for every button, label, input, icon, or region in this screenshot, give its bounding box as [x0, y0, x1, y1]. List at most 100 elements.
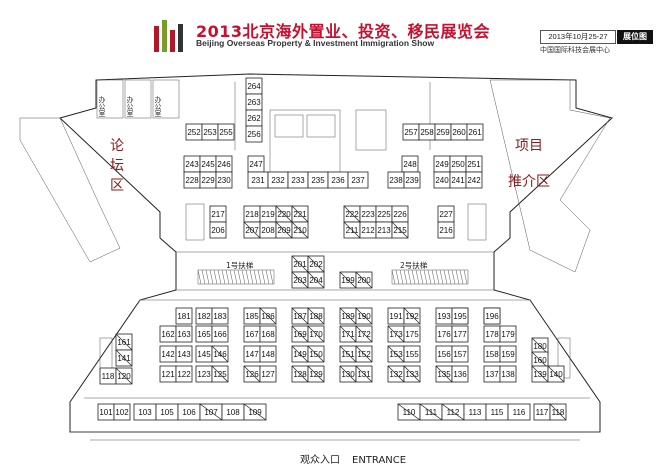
- booth-173[interactable]: 173: [387, 325, 405, 343]
- booth-236[interactable]: 236: [327, 171, 349, 189]
- booth-195[interactable]: 195: [451, 307, 469, 325]
- booth-202[interactable]: 202: [307, 255, 325, 273]
- booth-175[interactable]: 175: [403, 325, 421, 343]
- booth-118[interactable]: 118: [99, 367, 117, 385]
- booth-149[interactable]: 149: [291, 345, 309, 363]
- booth-181[interactable]: 181: [175, 307, 193, 325]
- booth-146[interactable]: 146: [211, 345, 229, 363]
- booth-172[interactable]: 172: [355, 325, 373, 343]
- booth-109[interactable]: 109: [243, 403, 267, 421]
- booth-112[interactable]: 112: [441, 403, 465, 421]
- booth-135[interactable]: 135: [435, 365, 453, 383]
- booth-158[interactable]: 158: [483, 345, 501, 363]
- booth-260[interactable]: 260: [450, 123, 468, 141]
- booth-201[interactable]: 201: [291, 255, 309, 273]
- booth-143[interactable]: 143: [175, 345, 193, 363]
- booth-219[interactable]: 219: [259, 205, 277, 223]
- booth-129[interactable]: 129: [307, 365, 325, 383]
- booth-255[interactable]: 255: [217, 123, 235, 141]
- booth-106[interactable]: 106: [177, 403, 201, 421]
- booth-242[interactable]: 242: [465, 171, 483, 189]
- booth-210[interactable]: 210: [291, 221, 309, 239]
- booth-169[interactable]: 169: [291, 325, 309, 343]
- booth-108[interactable]: 108: [221, 403, 245, 421]
- booth-168[interactable]: 168: [259, 325, 277, 343]
- booth-203[interactable]: 203: [291, 271, 309, 289]
- booth-231[interactable]: 231: [247, 171, 269, 189]
- booth-142[interactable]: 142: [159, 345, 177, 363]
- booth-216[interactable]: 216: [437, 221, 455, 239]
- booth-207[interactable]: 207: [243, 221, 261, 239]
- booth-263[interactable]: 263: [245, 93, 263, 111]
- booth-199[interactable]: 199: [339, 271, 357, 289]
- booth-259[interactable]: 259: [434, 123, 452, 141]
- booth-151[interactable]: 151: [339, 345, 357, 363]
- booth-113[interactable]: 113: [463, 403, 487, 421]
- booth-256[interactable]: 256: [245, 125, 263, 143]
- booth-153[interactable]: 153: [387, 345, 405, 363]
- booth-196[interactable]: 196: [483, 307, 501, 325]
- booth-206[interactable]: 206: [209, 221, 227, 239]
- booth-171[interactable]: 171: [339, 325, 357, 343]
- booth-123[interactable]: 123: [195, 365, 213, 383]
- booth-152[interactable]: 152: [355, 345, 373, 363]
- booth-162[interactable]: 162: [159, 325, 177, 343]
- booth-179[interactable]: 179: [499, 325, 517, 343]
- booth-249[interactable]: 249: [433, 155, 451, 173]
- booth-243[interactable]: 243: [183, 155, 201, 173]
- booth-212[interactable]: 212: [359, 221, 377, 239]
- booth-163[interactable]: 163: [175, 325, 193, 343]
- booth-204[interactable]: 204: [307, 271, 325, 289]
- booth-167[interactable]: 167: [243, 325, 261, 343]
- booth-180[interactable]: 180: [531, 337, 549, 355]
- booth-217[interactable]: 217: [209, 205, 227, 223]
- booth-215[interactable]: 215: [391, 221, 409, 239]
- booth-240[interactable]: 240: [433, 171, 451, 189]
- booth-140[interactable]: 140: [547, 365, 565, 383]
- booth-176[interactable]: 176: [435, 325, 453, 343]
- booth-229[interactable]: 229: [199, 171, 217, 189]
- booth-155[interactable]: 155: [403, 345, 421, 363]
- booth-248[interactable]: 248: [401, 155, 419, 173]
- booth-165[interactable]: 165: [195, 325, 213, 343]
- booth-150[interactable]: 150: [307, 345, 325, 363]
- booth-126[interactable]: 126: [243, 365, 261, 383]
- booth-237[interactable]: 237: [347, 171, 369, 189]
- booth-211[interactable]: 211: [343, 221, 361, 239]
- booth-147[interactable]: 147: [243, 345, 261, 363]
- booth-131[interactable]: 131: [355, 365, 373, 383]
- booth-177[interactable]: 177: [451, 325, 469, 343]
- booth-258[interactable]: 258: [418, 123, 436, 141]
- booth-101[interactable]: 101: [97, 403, 115, 421]
- booth-257[interactable]: 257: [402, 123, 420, 141]
- booth-156[interactable]: 156: [435, 345, 453, 363]
- booth-157[interactable]: 157: [451, 345, 469, 363]
- booth-132[interactable]: 132: [387, 365, 405, 383]
- booth-161[interactable]: 161: [115, 333, 133, 351]
- booth-220[interactable]: 220: [275, 205, 293, 223]
- booth-130[interactable]: 130: [339, 365, 357, 383]
- booth-159[interactable]: 159: [499, 345, 517, 363]
- booth-120[interactable]: 120: [115, 367, 133, 385]
- booth-193[interactable]: 193: [435, 307, 453, 325]
- booth-246[interactable]: 246: [215, 155, 233, 173]
- booth-118[interactable]: 118: [549, 403, 567, 421]
- booth-122[interactable]: 122: [175, 365, 193, 383]
- booth-226[interactable]: 226: [391, 205, 409, 223]
- booth-218[interactable]: 218: [243, 205, 261, 223]
- booth-188[interactable]: 188: [307, 307, 325, 325]
- booth-192[interactable]: 192: [403, 307, 421, 325]
- booth-102[interactable]: 102: [113, 403, 131, 421]
- booth-225[interactable]: 225: [375, 205, 393, 223]
- booth-127[interactable]: 127: [259, 365, 277, 383]
- booth-128[interactable]: 128: [291, 365, 309, 383]
- booth-261[interactable]: 261: [466, 123, 484, 141]
- booth-189[interactable]: 189: [339, 307, 357, 325]
- booth-145[interactable]: 145: [195, 345, 213, 363]
- booth-185[interactable]: 185: [243, 307, 261, 325]
- booth-222[interactable]: 222: [343, 205, 361, 223]
- booth-253[interactable]: 253: [201, 123, 219, 141]
- booth-125[interactable]: 125: [211, 365, 229, 383]
- booth-190[interactable]: 190: [355, 307, 373, 325]
- booth-138[interactable]: 138: [499, 365, 517, 383]
